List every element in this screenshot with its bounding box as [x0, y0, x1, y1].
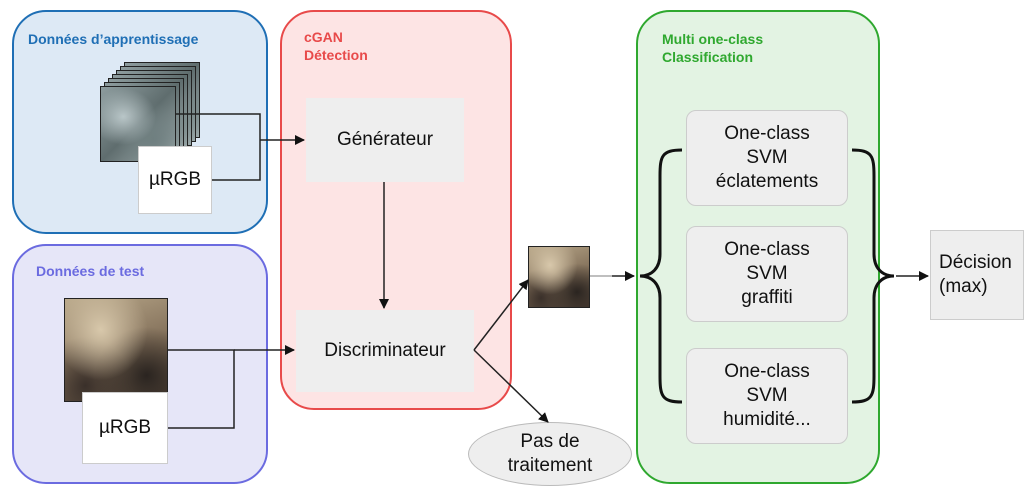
cgan-title: cGAN Détection	[304, 29, 368, 63]
test-data-title: Données de test	[36, 263, 145, 279]
discriminator-to-no-processing-arrow	[473, 349, 549, 423]
training-data-title: Données d’apprentissage	[28, 31, 199, 47]
test-to-discriminator-connector	[168, 349, 235, 429]
left-brace	[639, 148, 683, 404]
no-processing-node: Pas de traitement	[468, 422, 632, 486]
test-image-icon	[64, 298, 168, 402]
discriminator-box: Discriminateur	[296, 310, 474, 392]
classification-title: Multi one-class Classification	[662, 31, 764, 65]
test-urgb-box: µRGB	[82, 392, 168, 464]
svm-humidite-box: One-class SVM humidité...	[686, 348, 848, 444]
discriminator-to-patch-arrow	[473, 279, 529, 351]
training-urgb-box: µRGB	[138, 146, 212, 214]
svm-graffiti-box: One-class SVM graffiti	[686, 226, 848, 322]
svm-eclatements-box: One-class SVM éclatements	[686, 110, 848, 206]
training-to-generator-connector	[176, 113, 261, 181]
generator-box: Générateur	[306, 98, 464, 182]
detected-patch-icon	[528, 246, 590, 308]
right-brace	[851, 148, 895, 404]
decision-box: Décision (max)	[930, 230, 1024, 320]
